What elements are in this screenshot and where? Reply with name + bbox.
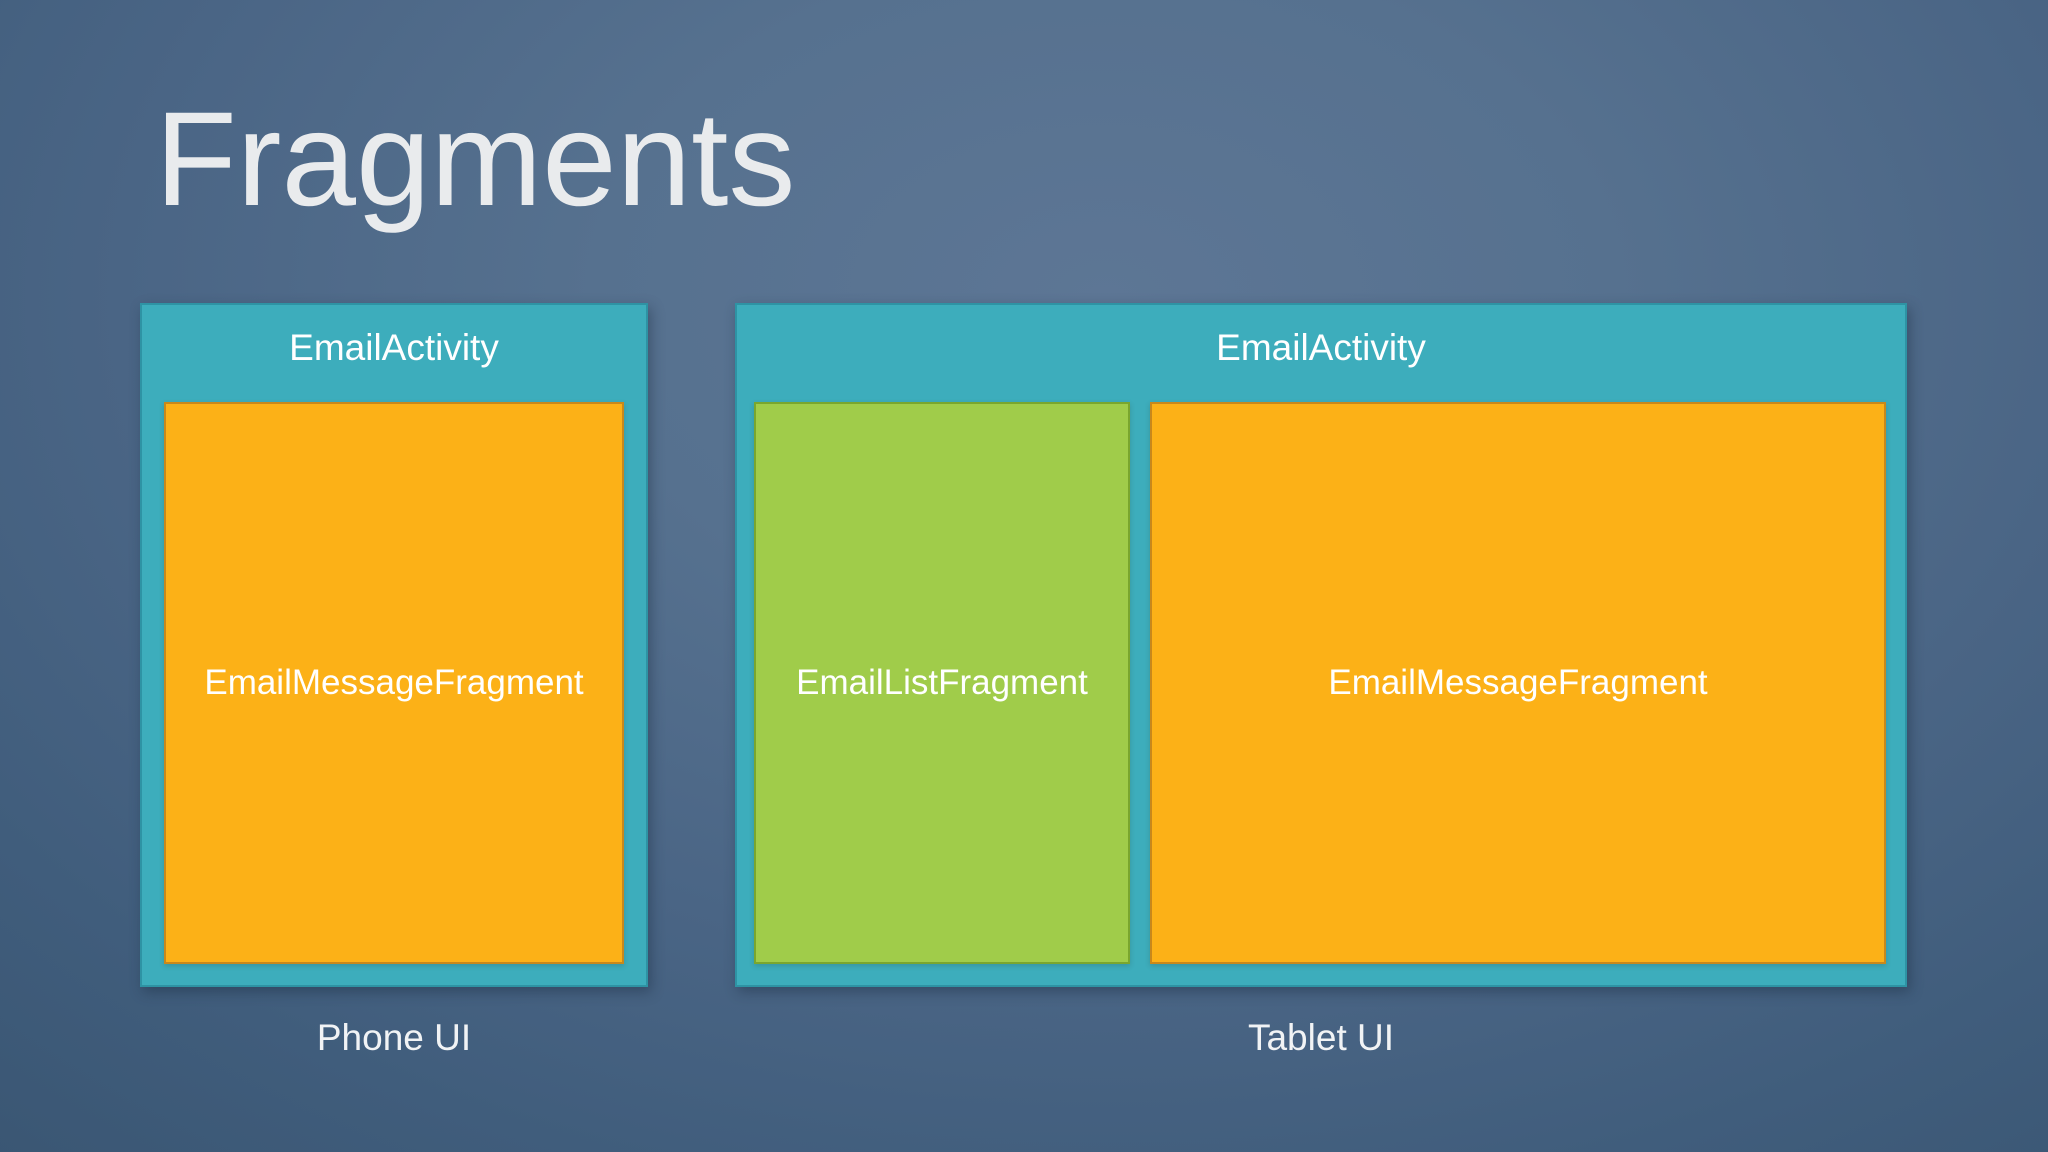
phone-email-message-fragment-label: EmailMessageFragment (204, 663, 584, 702)
phone-email-message-fragment-box: EmailMessageFragment (164, 402, 624, 964)
tablet-email-list-fragment-label: EmailListFragment (796, 663, 1088, 702)
phone-activity-label: EmailActivity (289, 327, 499, 368)
tablet-activity-box: EmailActivity EmailListFragment EmailMes… (735, 303, 1907, 987)
tablet-email-message-fragment-label: EmailMessageFragment (1328, 663, 1708, 702)
tablet-email-message-fragment-box: EmailMessageFragment (1150, 402, 1886, 964)
phone-ui-caption: Phone UI (316, 1017, 472, 1058)
tablet-activity-label: EmailActivity (1216, 327, 1426, 368)
tablet-email-list-fragment-box: EmailListFragment (754, 402, 1130, 964)
slide-title: Fragments (155, 85, 796, 234)
phone-activity-box: EmailActivity EmailMessageFragment (140, 303, 648, 987)
tablet-ui-caption: Tablet UI (1247, 1017, 1394, 1058)
